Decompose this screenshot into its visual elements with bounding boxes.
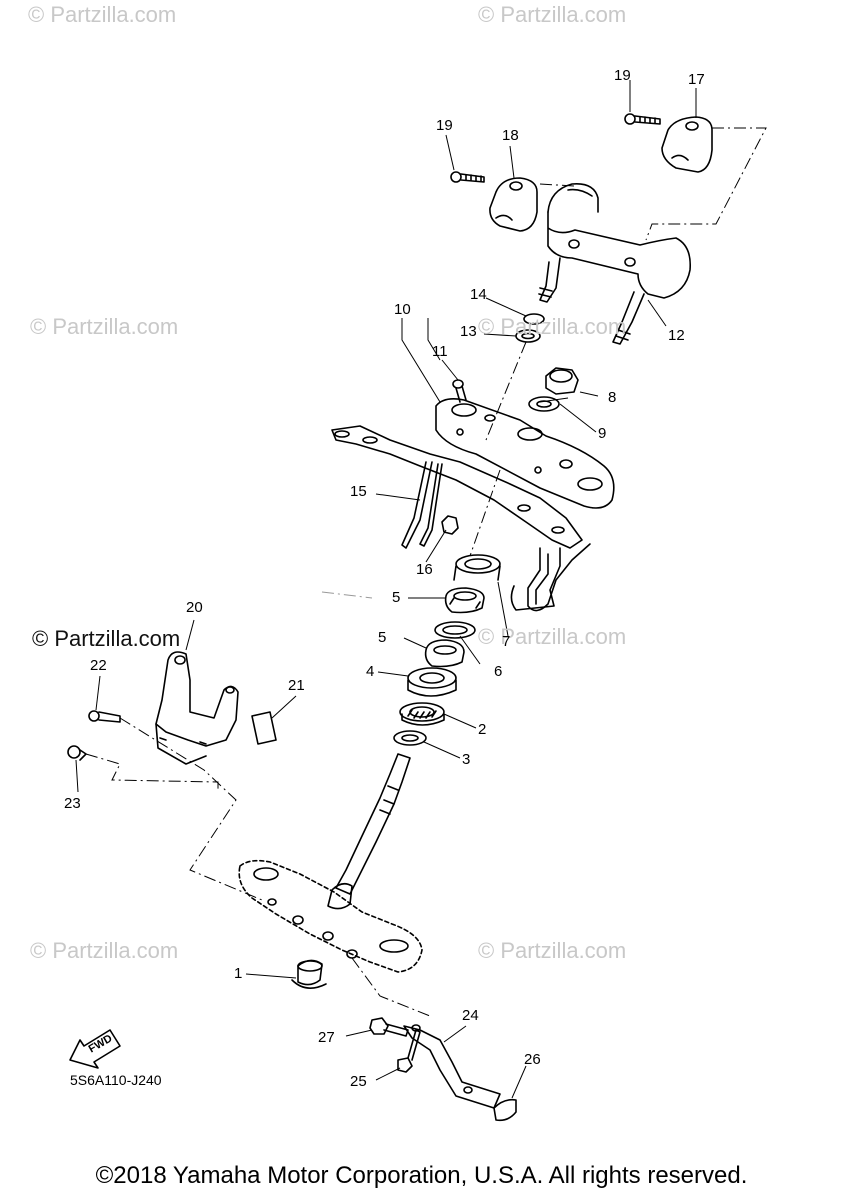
callout-15[interactable]: 15 xyxy=(350,483,367,500)
callout-12[interactable]: 12 xyxy=(668,327,685,344)
watermark: © Partzilla.com xyxy=(478,2,627,27)
diagram-code: 5S6A110-J240 xyxy=(70,1072,162,1088)
callout-17[interactable]: 17 xyxy=(688,71,705,88)
watermark: © Partzilla.com xyxy=(478,314,627,339)
callout-5[interactable]: 5 xyxy=(378,629,387,646)
callout-19[interactable]: 19 xyxy=(436,117,453,134)
part-10-upper-bracket xyxy=(435,398,615,509)
callout-26[interactable]: 26 xyxy=(524,1051,541,1068)
fwd-arrow-icon xyxy=(69,1029,121,1069)
part-8-nut xyxy=(545,367,579,395)
part-15-bracket xyxy=(331,425,591,612)
callout-7[interactable]: 7 xyxy=(502,633,511,650)
part-18-handlebar-holder-upper xyxy=(489,177,538,232)
callout-9[interactable]: 9 xyxy=(598,425,607,442)
leader-lines xyxy=(75,80,697,1099)
callout-19[interactable]: 19 xyxy=(614,67,631,84)
callout-25[interactable]: 25 xyxy=(350,1073,367,1090)
part-2-ball-race xyxy=(399,702,445,726)
watermark: © Partzilla.com xyxy=(478,938,627,963)
callout-5[interactable]: 5 xyxy=(392,589,401,606)
callout-24[interactable]: 24 xyxy=(462,1007,479,1024)
part-16-nut xyxy=(441,515,459,535)
part-27-bolt xyxy=(369,1017,409,1037)
callout-3[interactable]: 3 xyxy=(462,751,471,768)
callout-14[interactable]: 14 xyxy=(470,286,487,303)
part-3-dust-seal xyxy=(393,730,427,746)
part-4-cover-seal xyxy=(407,667,457,697)
callout-10[interactable]: 10 xyxy=(394,301,411,318)
part-21-damper xyxy=(251,711,277,745)
part-1-collar xyxy=(291,959,327,989)
part-22-bolt xyxy=(88,710,121,723)
callout-6[interactable]: 6 xyxy=(494,663,503,680)
callout-13[interactable]: 13 xyxy=(460,323,477,340)
part-7-washer xyxy=(453,554,501,581)
part-19-bolt-right xyxy=(624,113,661,125)
watermark: © Partzilla.com xyxy=(30,938,179,963)
assembly-lines xyxy=(85,127,767,1017)
callout-22[interactable]: 22 xyxy=(90,657,107,674)
part-5-ring-nut-upper xyxy=(444,587,485,614)
part-14-washer xyxy=(523,313,545,325)
callout-23[interactable]: 23 xyxy=(64,795,81,812)
steering-stem-under-bracket xyxy=(238,753,423,973)
callout-21[interactable]: 21 xyxy=(288,677,305,694)
watermark: © Partzilla.com xyxy=(28,2,177,27)
copyright-notice: ©2018 Yamaha Motor Corporation, U.S.A. A… xyxy=(95,1162,748,1189)
watermark-main: © Partzilla.com xyxy=(32,626,181,651)
part-5-ring-nut-lower xyxy=(424,639,465,668)
part-12-handlebar-holder-lower xyxy=(538,182,692,345)
callout-4[interactable]: 4 xyxy=(366,663,375,680)
part-19-bolt-left xyxy=(450,171,485,183)
callout-16[interactable]: 16 xyxy=(416,561,433,578)
part-6-lock-washer xyxy=(434,621,476,639)
part-9-washer xyxy=(528,396,560,412)
callout-2[interactable]: 2 xyxy=(478,721,487,738)
part-25-bolt xyxy=(397,1029,421,1073)
callout-18[interactable]: 18 xyxy=(502,127,519,144)
callout-1[interactable]: 1 xyxy=(234,965,243,982)
watermark: © Partzilla.com xyxy=(30,314,179,339)
callout-11[interactable]: 11 xyxy=(432,343,448,360)
part-17-handlebar-holder-upper xyxy=(661,116,713,173)
part-20-bracket xyxy=(155,651,239,765)
watermark: © Partzilla.com xyxy=(478,624,627,649)
part-23-nut xyxy=(67,745,87,761)
callout-20[interactable]: 20 xyxy=(186,599,203,616)
callout-27[interactable]: 27 xyxy=(318,1029,335,1046)
callout-8[interactable]: 8 xyxy=(608,389,617,406)
part-26-clip xyxy=(493,1098,517,1122)
